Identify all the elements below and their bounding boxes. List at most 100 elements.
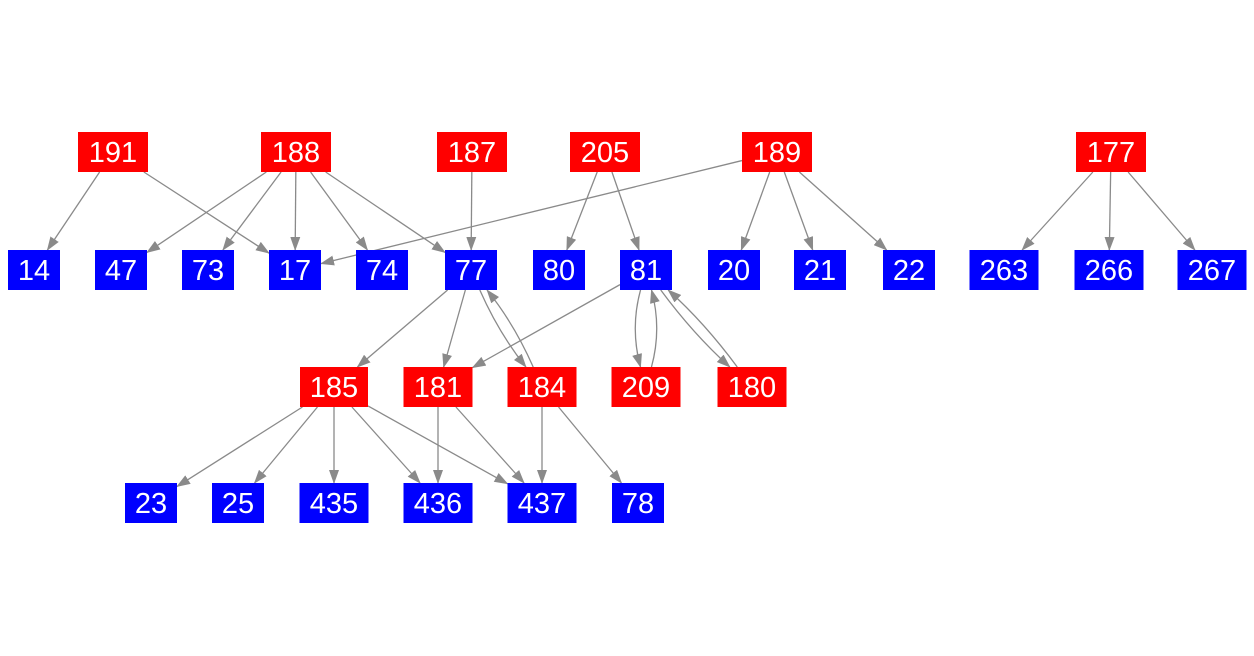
- edge-185-436: [351, 406, 421, 484]
- node-81-box: [620, 250, 672, 290]
- node-label: 184: [518, 372, 566, 404]
- node-label: 267: [1188, 255, 1236, 287]
- node-23: 23: [125, 483, 177, 523]
- node-188-box: [261, 132, 331, 172]
- node-22: 22: [883, 250, 935, 290]
- node-180-box: [717, 367, 787, 407]
- edge-187-77: [466, 171, 477, 251]
- node-266-box: [1074, 250, 1144, 290]
- node-20-box: [708, 250, 760, 290]
- node-435-box: [299, 483, 369, 523]
- node-263-box: [969, 250, 1039, 290]
- node-185-box: [300, 367, 368, 407]
- node-209-box: [611, 367, 681, 407]
- node-78: 78: [612, 483, 664, 523]
- node-20: 20: [708, 250, 760, 290]
- node-267-box: [1177, 250, 1247, 290]
- edge-189-21: [783, 171, 814, 251]
- node-14-box: [8, 250, 60, 290]
- node-22-box: [883, 250, 935, 290]
- node-181-box: [403, 367, 473, 407]
- node-label: 185: [310, 372, 358, 404]
- node-21: 21: [794, 250, 846, 290]
- node-184: 184: [507, 367, 577, 407]
- node-78-box: [612, 483, 664, 523]
- node-label: 17: [279, 255, 311, 287]
- edge-205-81: [611, 171, 640, 251]
- node-23-box: [125, 483, 177, 523]
- edge-189-17: [320, 159, 743, 266]
- node-191-box: [78, 132, 148, 172]
- node-25: 25: [212, 483, 264, 523]
- edge-177-267: [1127, 171, 1196, 251]
- node-label: 180: [728, 372, 776, 404]
- node-187: 187: [437, 132, 507, 172]
- node-437: 437: [507, 483, 577, 523]
- node-25-box: [212, 483, 264, 523]
- node-437-box: [507, 483, 577, 523]
- edge-181-437: [455, 406, 525, 484]
- node-184-box: [507, 367, 577, 407]
- edge-177-263: [1021, 171, 1094, 251]
- node-205-box: [570, 132, 640, 172]
- edge-189-20: [740, 171, 771, 251]
- node-77: 77: [445, 250, 497, 290]
- node-label: 436: [414, 488, 462, 520]
- node-label: 47: [105, 255, 137, 287]
- edge-77-184: [479, 289, 527, 368]
- edge-209-81: [650, 289, 660, 368]
- edge-188-77: [325, 171, 446, 254]
- edge-layer: [46, 159, 1196, 488]
- node-label: 435: [310, 488, 358, 520]
- edge-189-22: [798, 171, 888, 251]
- node-label: 20: [718, 255, 750, 287]
- node-205: 205: [570, 132, 640, 172]
- node-187-box: [437, 132, 507, 172]
- edge-185-23: [176, 406, 303, 488]
- node-label: 188: [272, 137, 320, 169]
- node-label: 78: [622, 488, 654, 520]
- node-label: 177: [1087, 137, 1135, 169]
- node-label: 80: [543, 255, 575, 287]
- node-label: 73: [192, 255, 224, 287]
- edge-81-209: [632, 289, 642, 368]
- node-73: 73: [182, 250, 234, 290]
- node-77-box: [445, 250, 497, 290]
- node-label: 77: [455, 255, 487, 287]
- node-label: 191: [89, 137, 137, 169]
- edge-180-81: [667, 289, 738, 368]
- node-191: 191: [78, 132, 148, 172]
- node-177: 177: [1076, 132, 1146, 172]
- edge-188-17: [290, 171, 301, 251]
- node-label: 263: [980, 255, 1028, 287]
- node-80: 80: [533, 250, 585, 290]
- edge-81-181: [471, 284, 621, 369]
- node-14: 14: [8, 250, 60, 290]
- node-label: 21: [804, 255, 836, 287]
- node-209: 209: [611, 367, 681, 407]
- node-label: 23: [135, 488, 167, 520]
- node-label: 187: [448, 137, 496, 169]
- node-189: 189: [742, 132, 812, 172]
- node-267: 267: [1177, 250, 1247, 290]
- edge-188-73: [222, 171, 282, 251]
- node-label: 266: [1085, 255, 1133, 287]
- node-21-box: [794, 250, 846, 290]
- edge-77-185: [356, 289, 449, 368]
- node-435: 435: [299, 483, 369, 523]
- node-47: 47: [95, 250, 147, 290]
- edge-205-80: [566, 171, 598, 251]
- node-177-box: [1076, 132, 1146, 172]
- node-47-box: [95, 250, 147, 290]
- node-label: 189: [753, 137, 801, 169]
- edge-177-266: [1104, 171, 1115, 251]
- node-label: 25: [222, 488, 254, 520]
- node-label: 74: [366, 255, 398, 287]
- node-180: 180: [717, 367, 787, 407]
- node-17: 17: [269, 250, 321, 290]
- edge-188-74: [310, 171, 369, 251]
- node-73-box: [182, 250, 234, 290]
- node-label: 81: [630, 255, 662, 287]
- node-17-box: [269, 250, 321, 290]
